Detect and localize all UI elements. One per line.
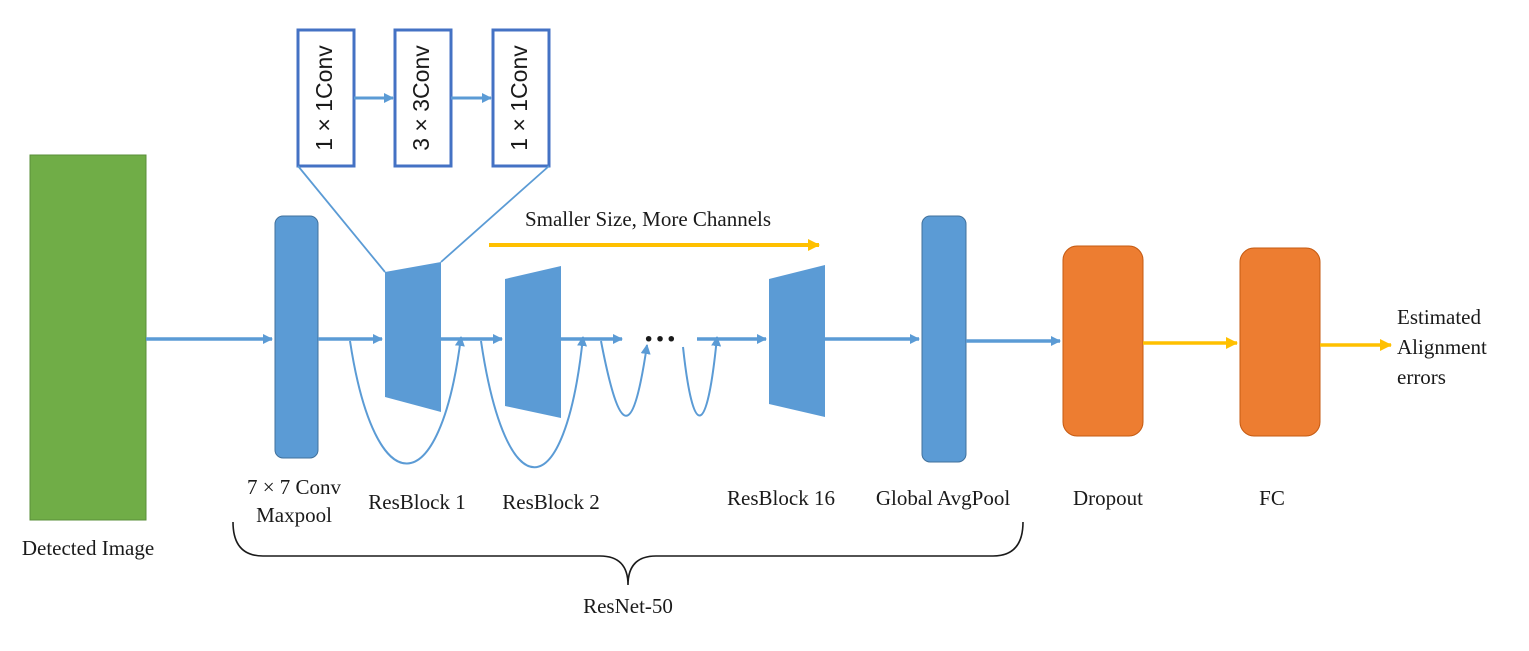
resblock-1-shape <box>385 262 441 412</box>
conv-label-line2: Maxpool <box>256 503 332 527</box>
resblock-16-label: ResBlock 16 <box>727 486 835 510</box>
skip-connections <box>349 336 722 469</box>
avgpool-label: Global AvgPool <box>876 486 1011 510</box>
conv-maxpool-block <box>274 215 319 459</box>
fc-label: FC <box>1259 486 1285 510</box>
trend-label: Smaller Size, More Channels <box>525 207 771 231</box>
resblock-2-shape <box>505 266 561 418</box>
global-avgpool-block <box>921 215 967 463</box>
input-image-block <box>29 154 147 521</box>
output-label-line3: errors <box>1397 365 1446 389</box>
input-label: Detected Image <box>22 536 154 560</box>
bottleneck-label-1: 1 × 1Conv <box>311 45 337 151</box>
bottleneck-conv1-box <box>296 28 356 168</box>
bottleneck-label-3: 1 × 1Conv <box>506 45 532 151</box>
bottleneck-conv1b-box <box>491 28 551 168</box>
dropout-label: Dropout <box>1073 486 1143 510</box>
dropout-block <box>1062 245 1144 437</box>
fc-block <box>1239 247 1321 437</box>
output-label-line2: Alignment <box>1397 335 1487 359</box>
group-label: ResNet-50 <box>583 594 673 618</box>
conv-label-line1: 7 × 7 Conv <box>247 475 342 499</box>
resblock-1-label: ResBlock 1 <box>368 490 465 514</box>
bottleneck-conv3-box <box>393 28 453 168</box>
zoom-lines <box>297 165 550 273</box>
ellipsis: ··· <box>643 321 677 358</box>
resnet-brace <box>232 521 1024 586</box>
main-flow-arrows <box>146 334 1061 346</box>
output-label-line1: Estimated <box>1397 305 1481 329</box>
resblock-16-shape <box>769 265 825 417</box>
resblock-2-label: ResBlock 2 <box>502 490 599 514</box>
head-arrows <box>1143 337 1392 351</box>
bottleneck-label-2: 3 × 3Conv <box>408 45 434 151</box>
